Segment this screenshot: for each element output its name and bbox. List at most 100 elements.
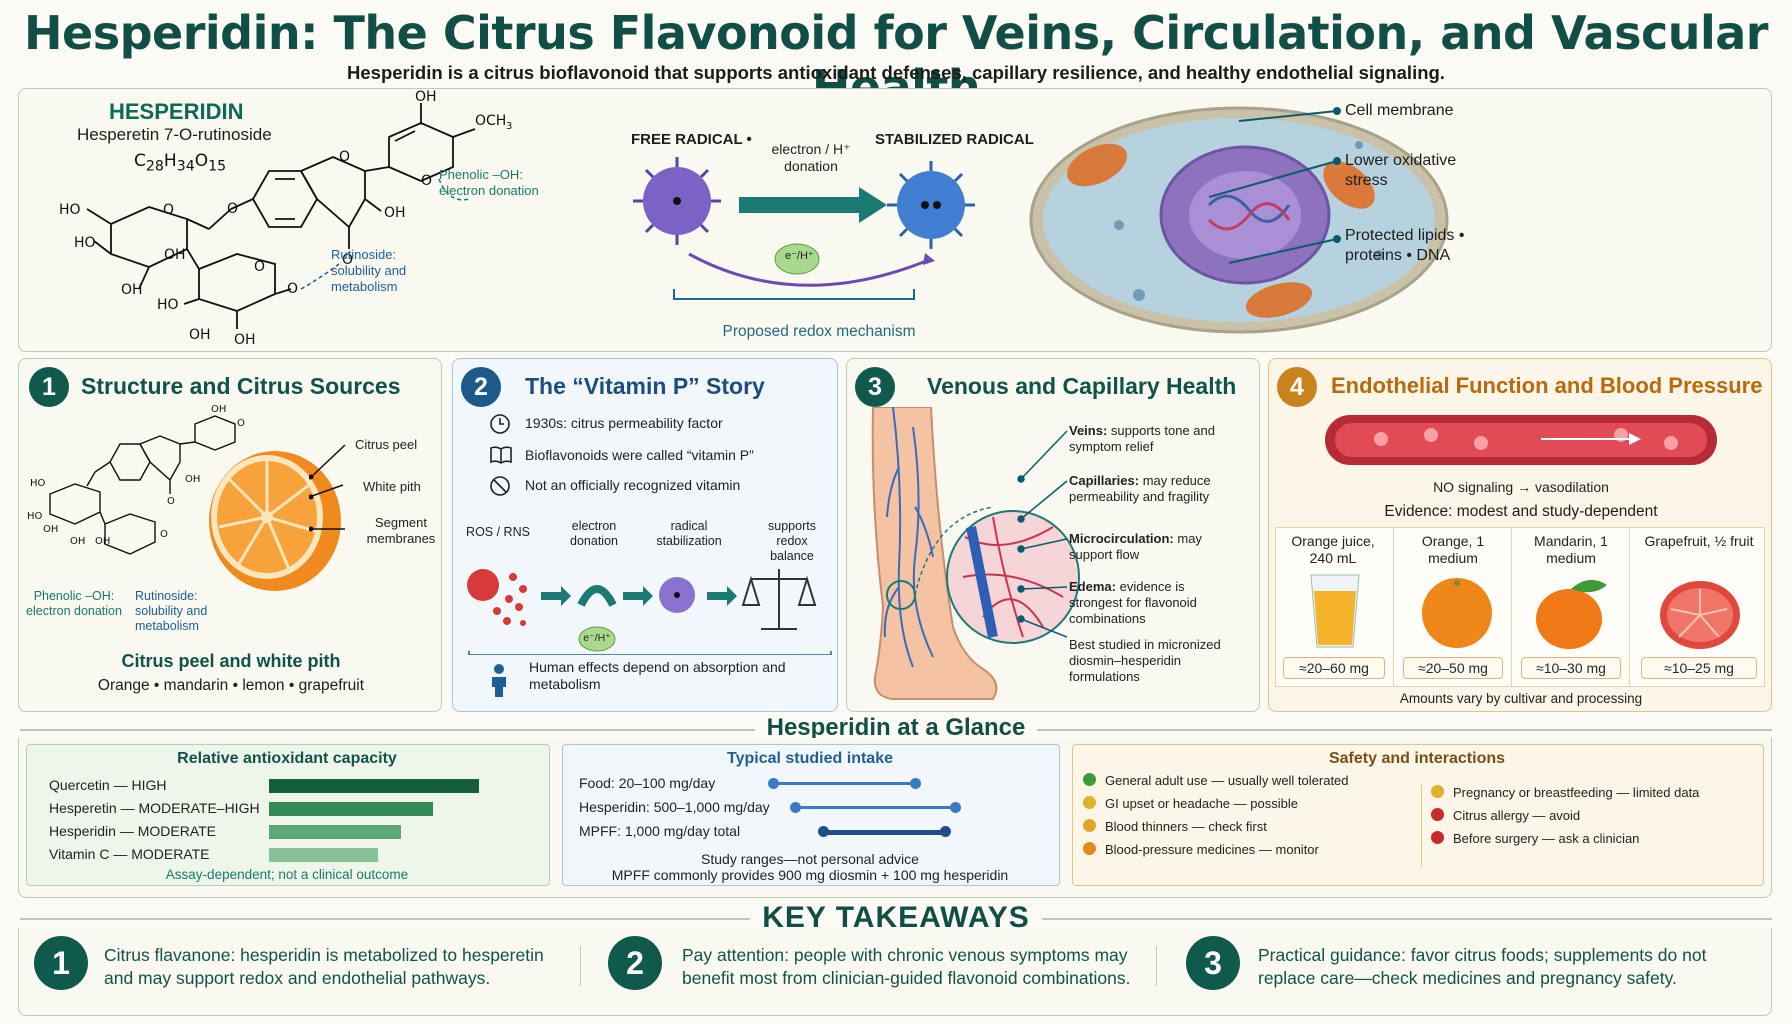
panel-1-sources: Orange • mandarin • lemon • grapefruit (97, 677, 365, 694)
svg-text:O: O (342, 252, 353, 268)
safety-item: Citrus allergy — avoid (1431, 808, 1761, 831)
antioxidant-bar (269, 779, 479, 793)
citrus-label-membranes: Segment membranes (366, 515, 436, 546)
food-col-divider (1629, 527, 1630, 687)
venous-text: may reduce permeability and fragility (1069, 473, 1211, 504)
safety-left: General adult use — usually well tolerat… (1083, 773, 1413, 865)
radical-mechanism-diagram (633, 157, 975, 300)
orange-half-icon (209, 451, 341, 591)
safety-item: Blood thinners — check first (1083, 819, 1413, 842)
intake-range-dot (768, 778, 779, 789)
free-radical-icon (633, 157, 721, 245)
page-subtitle: Hesperidin is a citrus bioflavonoid that… (347, 62, 1445, 83)
status-dot-icon (1083, 819, 1096, 832)
panel-1-sources-title: Citrus peel and white pith (121, 651, 341, 671)
venous-term: Veins: (1069, 423, 1108, 438)
antioxidant-label: Quercetin — HIGH (49, 777, 167, 793)
panel-3-title: Venous and Capillary Health (927, 373, 1237, 399)
antioxidant-bar (269, 825, 401, 839)
svg-text:OH: OH (185, 474, 200, 485)
safety-text: General adult use — usually well tolerat… (1105, 773, 1349, 788)
ros-icon (467, 569, 527, 626)
panel-4-footnote: Amounts vary by cultivar and processing (1399, 691, 1643, 706)
svg-text:OCH: OCH (475, 113, 506, 129)
mitochondrion-icon (1067, 143, 1375, 318)
panel-3-badge: 3 (855, 367, 895, 407)
panel-1-title: Structure and Citrus Sources (81, 373, 401, 399)
antioxidant-note: Assay-dependent; not a clinical outcome (165, 867, 409, 882)
book-icon (490, 446, 512, 464)
citrus-label-pith: White pith (363, 479, 421, 494)
panel-endothelial: 4 Endothelial Function and Blood Pressur… (1268, 358, 1772, 712)
intake-title: Typical studied intake (727, 750, 893, 767)
balance-scale-icon (741, 569, 817, 630)
cell-label-protected: Protected lipids • proteins • DNA (1345, 227, 1465, 264)
intake-label: MPFF: 1,000 mg/day total (579, 823, 741, 839)
clock-icon (490, 414, 510, 434)
antioxidant-label: Hesperidin — MODERATE (49, 823, 217, 839)
svg-text:OH: OH (70, 536, 85, 547)
intake-range-bar (823, 830, 945, 835)
svg-text:O: O (421, 173, 432, 189)
intake-range-dot (910, 778, 921, 789)
safety-item: Blood-pressure medicines — monitor (1083, 842, 1413, 865)
svg-text:OH: OH (164, 247, 186, 263)
person-icon (492, 664, 506, 697)
takeaway-3-badge: 3 (1186, 936, 1240, 990)
prohibited-icon (490, 476, 510, 496)
intake-label: Hesperidin: 500–1,000 mg/day (579, 799, 770, 815)
safety-text: Before surgery — ask a clinician (1453, 831, 1640, 846)
grapefruit-icon (1660, 581, 1740, 649)
status-dot-icon (1083, 796, 1096, 809)
blood-vessel-icon (1325, 415, 1717, 465)
intake-range-dot (790, 802, 801, 813)
intake-note-2: MPFF commonly provides 900 mg diosmin + … (611, 867, 1009, 883)
glance-title: Hesperidin at a Glance (754, 714, 1038, 741)
antioxidant-label: Hesperetin — MODERATE–HIGH (49, 800, 260, 816)
citrus-pointer-lines (309, 444, 346, 532)
compound-synonym: Hesperetin 7-O-rutinoside (77, 125, 272, 144)
takeaways-panel (18, 928, 1772, 1016)
no-signaling-label: NO signaling → vasodilation (1433, 479, 1609, 495)
svg-text:O: O (227, 201, 238, 217)
svg-text:O: O (254, 259, 265, 275)
intake-range-bar (795, 806, 955, 809)
orange-icon (1422, 578, 1492, 648)
panel-2-title: The “Vitamin P” Story (525, 373, 765, 399)
food-amount-grapefruit: ≈10–25 mg (1641, 657, 1757, 679)
svg-text:OH: OH (211, 404, 226, 415)
panel-venous-capillary: 3 Venous and Capillary Health Veins: sup… (846, 358, 1260, 712)
food-col-divider (1393, 527, 1394, 687)
panel-3-pointer-lines (1017, 430, 1068, 638)
evidence-label: Evidence: modest and study-dependent (1384, 503, 1658, 520)
panel-3-footnote: Best studied in micronized diosmin–hespe… (1069, 637, 1221, 684)
venous-term: Edema: (1069, 579, 1116, 594)
takeaway-1-text: Citrus flavanone: hesperidin is metaboli… (104, 945, 544, 988)
safety-item: GI upset or headache — possible (1083, 796, 1413, 819)
panel-4-badge: 4 (1277, 367, 1317, 407)
free-radical-label: FREE RADICAL • (631, 131, 752, 148)
cell-pointer-lines (1209, 107, 1341, 264)
step-electron-donation: electron donation (570, 519, 618, 548)
venous-item-capillaries: Capillaries: may reduce permeability and… (1069, 473, 1239, 505)
status-dot-icon (1431, 831, 1444, 844)
hero-panel: HESPERIDIN Hesperetin 7-O-rutinoside C28… (18, 88, 1772, 352)
panel-2-eh-badge: e⁻/H⁺ (583, 632, 611, 644)
venous-term: Capillaries: (1069, 473, 1140, 488)
cell-icon (1029, 106, 1449, 334)
takeaway-1-badge: 1 (34, 936, 88, 990)
panel-2-note: Human effects depend on absorption and m… (529, 659, 786, 693)
stabilized-radical-label: STABILIZED RADICAL (875, 131, 1034, 148)
panel-2-badge: 2 (461, 367, 501, 407)
takeaway-divider (580, 946, 581, 986)
venous-item-microcirculation: Microcirculation: may support flow (1069, 531, 1209, 563)
safety-text: Blood-pressure medicines — monitor (1105, 842, 1319, 857)
venous-item-edema: Edema: evidence is strongest for flavono… (1069, 579, 1219, 627)
panel-1-badge: 1 (29, 367, 69, 407)
vitamin-p-mechanism-diagram (467, 569, 832, 655)
svg-text:OH: OH (95, 536, 110, 547)
svg-text:OH: OH (121, 282, 143, 298)
safety-title: Safety and interactions (1328, 750, 1506, 767)
stabilized-molecule-icon (659, 577, 695, 613)
